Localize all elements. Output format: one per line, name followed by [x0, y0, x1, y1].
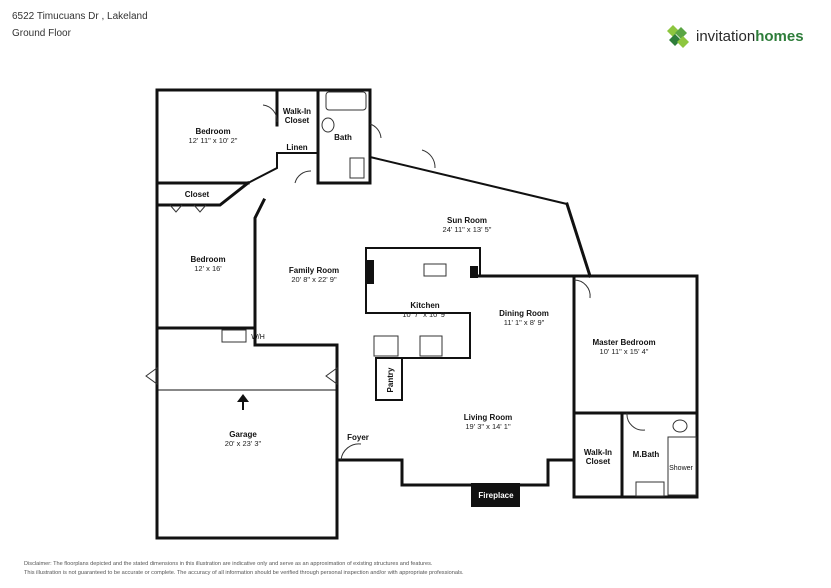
- walkin1-label-line2: Closet: [285, 116, 310, 125]
- bath-label: Bath: [334, 133, 352, 142]
- closet-label: Closet: [185, 190, 210, 199]
- brand-name-bold: homes: [755, 27, 804, 45]
- garage-dims: 20' x 23' 3": [225, 439, 262, 448]
- walkin1-label-line1: Walk-In: [283, 107, 311, 116]
- disclaimer-line2: This illustration is not guaranteed to b…: [24, 570, 464, 576]
- brand-logo: invitationhomes: [664, 22, 804, 50]
- foyer-label: Foyer: [347, 433, 369, 442]
- bedroom1-dims: 12' 11" x 10' 2": [189, 136, 238, 145]
- kitchen-label: Kitchen: [410, 301, 439, 310]
- kitchen-dims: 10' 7" x 10' 9": [402, 310, 448, 319]
- brand-name-light: invitation: [696, 27, 756, 45]
- bedroom1-label: Bedroom: [195, 127, 230, 136]
- livingroom-label: Living Room: [464, 413, 512, 422]
- masterbedroom-label: Master Bedroom: [592, 338, 655, 347]
- kitchen-sink-icon: [423, 263, 447, 277]
- livingroom-dims: 19' 3" x 14' 1": [465, 422, 511, 431]
- diamond-cluster-logo-icon: [667, 25, 689, 48]
- diningroom-label: Dining Room: [499, 309, 549, 318]
- waterheater-label: W/H: [251, 334, 265, 341]
- water-heater-icon: [221, 329, 247, 343]
- stove-icon: [419, 335, 443, 357]
- shower-label: Shower: [669, 465, 693, 472]
- shower-stall-icon: [667, 436, 697, 496]
- floor-label: Ground Floor: [12, 28, 71, 39]
- property-address: 6522 Timucuans Dr , Lakeland: [12, 11, 148, 22]
- counter-icon: [373, 335, 399, 357]
- brand-name: invitationhomes: [696, 28, 804, 45]
- walkin2-label-line2: Closet: [586, 457, 611, 466]
- diningroom-dims: 11' 1" x 8' 9": [504, 318, 545, 327]
- fireplace-label: Fireplace: [478, 491, 514, 500]
- sink-icon: [349, 157, 365, 179]
- bedroom2-label: Bedroom: [190, 255, 225, 264]
- vanity-icon: [635, 481, 665, 497]
- linen-label: Linen: [286, 143, 307, 152]
- fireplace-block: [471, 483, 520, 507]
- sunroom-label: Sun Room: [447, 216, 487, 225]
- disclaimer-line1: Disclaimer: The floorplans depicted and …: [24, 561, 433, 567]
- masterbedroom-dims: 10' 11" x 15' 4": [600, 347, 649, 356]
- toilet-icon: [321, 117, 335, 133]
- walkin2-label-line1: Walk-In: [584, 448, 612, 457]
- sunroom-dims: 24' 11" x 13' 5": [443, 225, 492, 234]
- m-toilet-icon: [672, 419, 688, 433]
- mbath-label: M.Bath: [633, 450, 660, 459]
- pantry-label: Pantry: [386, 367, 395, 392]
- bedroom2-dims: 12' x 16': [194, 264, 222, 273]
- familyroom-label: Family Room: [289, 266, 339, 275]
- familyroom-dims: 20' 8" x 22' 9": [291, 275, 337, 284]
- garage-label: Garage: [229, 430, 257, 439]
- bathtub-icon: [325, 91, 367, 111]
